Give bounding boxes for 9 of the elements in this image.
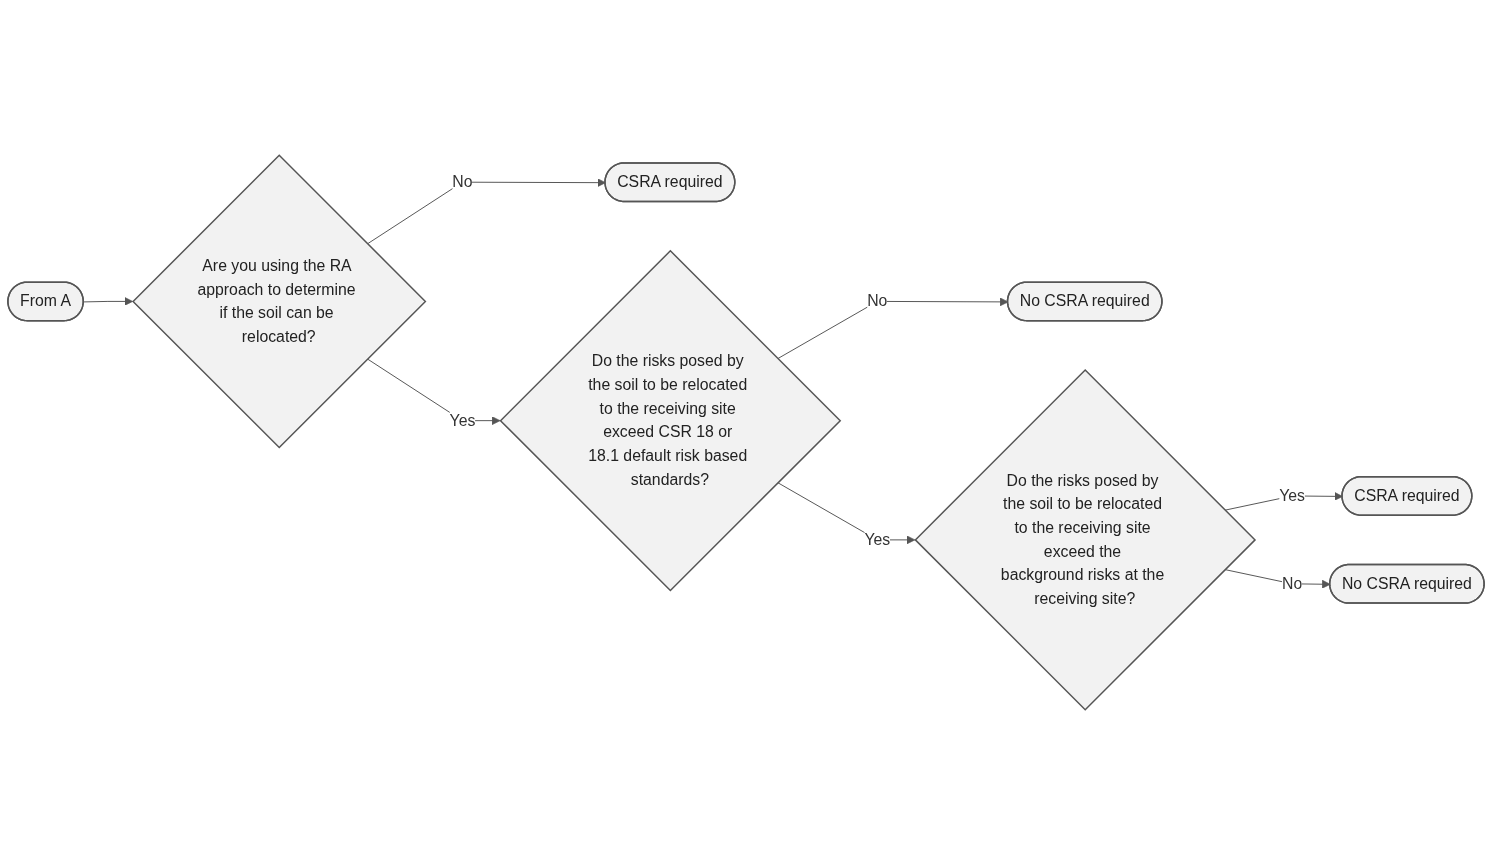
edge-label: No <box>1282 574 1303 592</box>
edge-label: No <box>452 173 473 191</box>
edge-label: Yes <box>449 411 476 429</box>
edge-label: No <box>867 292 888 310</box>
edge-label: Yes <box>864 531 891 548</box>
node-diamond: Do the risks posed by the soil to be relocated to the receiving site exceed the background risks at the receiving site? <box>914 369 1257 711</box>
node-diamond: Do the risks posed by the soil to be relocated to the receiving site exceed CSR 18 or 18.1 default risk based standards? <box>499 249 842 592</box>
edge-label: Yes <box>1279 487 1306 504</box>
node-diamond: Are you using the RA approach to determine if the soil can be relocated? <box>132 154 427 449</box>
